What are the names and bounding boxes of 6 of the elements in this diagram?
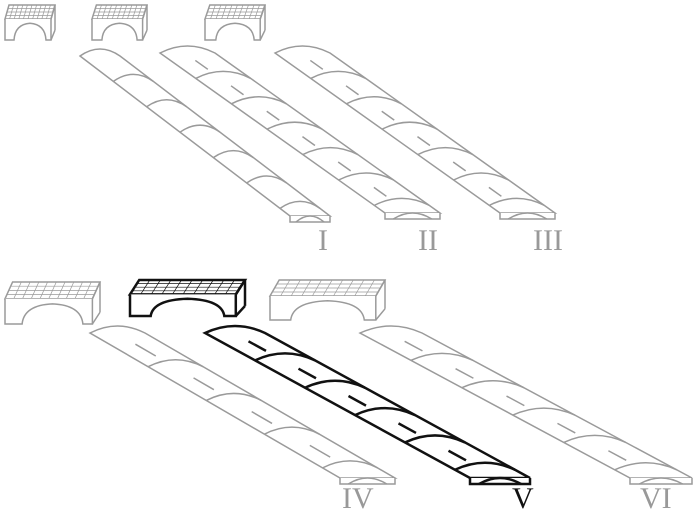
roman-numeral: III <box>533 226 563 256</box>
roman-numeral: IV <box>342 484 374 514</box>
roman-numeral: II <box>418 226 438 256</box>
roman-numeral: V <box>512 484 534 514</box>
roman-numeral: I <box>318 226 328 256</box>
roman-numeral: VI <box>640 484 672 514</box>
